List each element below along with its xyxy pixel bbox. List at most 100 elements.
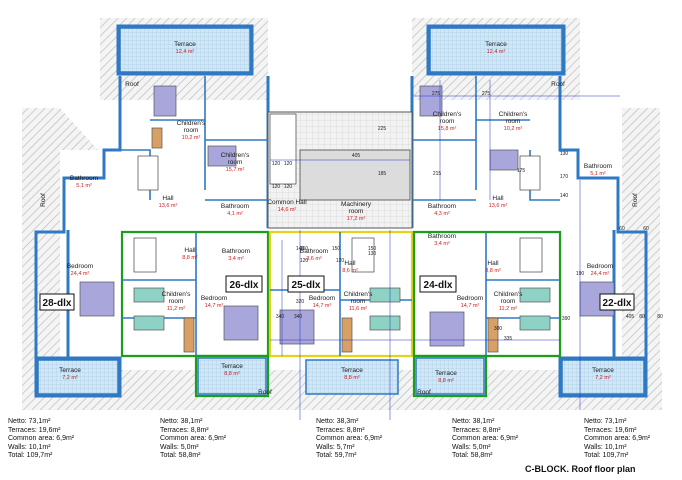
room-name: Bathroom <box>428 233 456 240</box>
room-area: 24,4 m² <box>591 271 610 277</box>
stat-terraces: Terraces: 19,6m² <box>584 426 637 434</box>
dimension-value: 150 <box>300 246 309 252</box>
room-area: 8,8 m² <box>224 371 240 377</box>
dimension-value: 390 <box>562 316 571 322</box>
unit-tag-25: 25-dlx <box>292 280 321 291</box>
room-area: 12,4 m² <box>487 49 506 55</box>
room-name: Terrace <box>485 41 507 48</box>
stat-common: Common area: 6,9m² <box>8 435 75 443</box>
dimension-value: 150 <box>368 246 377 252</box>
room-name: room <box>506 118 521 125</box>
bed <box>79 281 115 317</box>
stat-netto: Netto: 73,1m² <box>8 418 51 425</box>
stat-total: Total: 58,8m² <box>160 452 201 460</box>
room-area: 5,1 m² <box>76 183 92 189</box>
room-area: 8,8 m² <box>485 268 501 274</box>
room-area: 14,7 m² <box>313 303 332 309</box>
room-name: Bedroom <box>67 263 93 270</box>
room-name: Bedroom <box>201 295 227 302</box>
dimension-value: 120 <box>300 258 309 264</box>
room-name: Terrace <box>341 367 363 374</box>
stairs <box>133 155 543 273</box>
room-name: room <box>228 159 243 166</box>
dimension-value: 80 <box>657 314 663 320</box>
dimension-value: 175 <box>517 168 526 174</box>
room-area: 7,2 m² <box>62 375 78 381</box>
stat-common: Common area: 6,9m² <box>584 435 651 443</box>
bed <box>133 287 165 303</box>
stat-walls: Walls: 10,1m² <box>8 443 51 451</box>
room-name: room <box>349 208 364 215</box>
dimension-value: 170 <box>560 174 569 180</box>
stat-terraces: Terraces: 8,8m² <box>316 426 365 434</box>
wardrobe <box>341 317 353 353</box>
dimension-value: 120 <box>336 258 345 264</box>
unit-tag-26: 26-dlx <box>230 280 259 291</box>
room-name: Children's <box>162 291 191 298</box>
room-area: 10,2 m² <box>182 135 201 141</box>
furniture <box>79 85 615 353</box>
dimension-value: 190 <box>576 271 585 277</box>
room-name: room <box>169 298 184 305</box>
bed <box>279 309 315 345</box>
room-name: Bathroom <box>428 203 456 210</box>
dimension-value: 335 <box>504 336 513 342</box>
stat-terraces: Terraces: 19,6m² <box>8 426 61 434</box>
dimension-value: 60 <box>643 226 649 232</box>
room-name: room <box>501 298 516 305</box>
room-name: Terrace <box>435 370 457 377</box>
room-area: 13,6 m² <box>159 203 178 209</box>
room-name: Hall <box>184 247 196 254</box>
room-name: Terrace <box>592 367 614 374</box>
room-name: Terrace <box>59 367 81 374</box>
roof-label: Roof <box>417 389 431 396</box>
room-area: 17,2 m² <box>347 216 366 222</box>
room-name: Children's <box>344 291 373 298</box>
room-area: 3,4 m² <box>228 256 244 262</box>
dimension-value: 320 <box>296 299 305 305</box>
room-name: Children's <box>177 120 206 127</box>
dimension-value: 60 <box>619 226 625 232</box>
room-name: Bedroom <box>457 295 483 302</box>
dimension-value: 120 <box>272 184 281 190</box>
dimension-value: 275 <box>482 91 491 97</box>
core-area <box>267 111 413 229</box>
room-area: 3,4 m² <box>434 241 450 247</box>
dimension-lines <box>270 80 620 420</box>
room-name: Hall <box>487 260 499 267</box>
dimension-value: 130 <box>368 251 377 257</box>
room-area: 14,6 m² <box>278 207 297 213</box>
stat-walls: Walls: 5,0m² <box>452 443 491 451</box>
dimension-value: 140 <box>560 193 569 199</box>
room-area: 13,6 m² <box>489 203 508 209</box>
room-area: 8,8 m² <box>344 375 360 381</box>
room-name: Machinery <box>341 201 372 208</box>
roof-label: Roof <box>125 81 139 88</box>
unit-tag-22: 22-dlx <box>603 298 632 309</box>
room-name: Children's <box>221 152 250 159</box>
room-area: 8,8 m² <box>438 378 454 384</box>
bed <box>207 145 237 167</box>
dimension-value: 80 <box>639 314 645 320</box>
room-name: Children's <box>433 111 462 118</box>
dimension-value: 300 <box>494 326 503 332</box>
dimension-value: 185 <box>378 171 387 177</box>
room-area: 11,2 m² <box>499 306 517 312</box>
dimension-value: 340 <box>294 314 303 320</box>
dimension-value: 120 <box>284 161 293 167</box>
room-name: Bedroom <box>309 295 335 302</box>
room-area: 12,4 m² <box>176 49 195 55</box>
unit-tag-24: 24-dlx <box>424 280 453 291</box>
bed <box>153 85 177 117</box>
wardrobe <box>183 317 195 353</box>
stat-walls: Walls: 5,0m² <box>160 443 199 451</box>
stat-netto: Netto: 38,3m² <box>316 418 359 425</box>
dimension-value: 150 <box>332 246 341 252</box>
dimension-value: 145 <box>296 246 305 252</box>
stat-total: Total: 59,7m² <box>316 452 357 460</box>
room-area: 11,6 m² <box>349 306 367 312</box>
room-name: Bathroom <box>584 163 612 170</box>
stats-block-24: Netto: 38,1m² Terraces: 8,8m² Common are… <box>452 418 518 461</box>
